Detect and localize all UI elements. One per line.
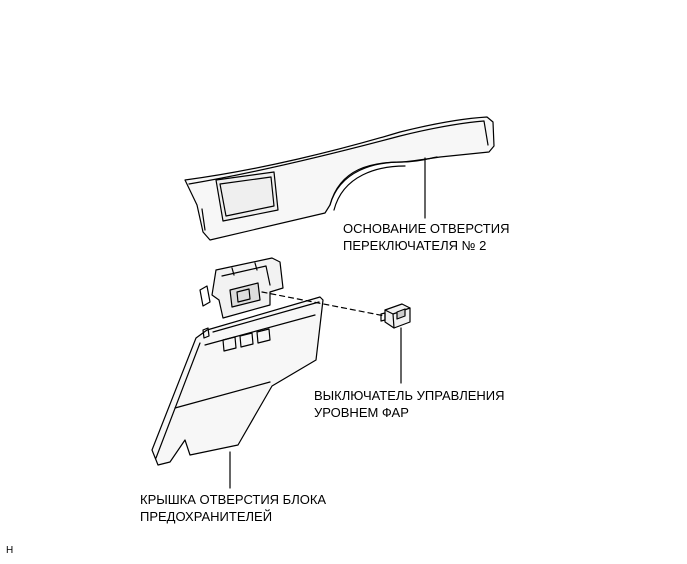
switch-callout-line2: УРОВНЕМ ФАР bbox=[314, 405, 409, 420]
corner-mark: H bbox=[6, 545, 14, 556]
switch-callout-label: ВЫКЛЮЧАТЕЛЬ УПРАВЛЕНИЯ УРОВНЕМ ФАР bbox=[314, 387, 505, 421]
cover-callout-line1: КРЫШКА ОТВЕРСТИЯ БЛОКА bbox=[140, 492, 327, 507]
fuse-block-cover-part bbox=[151, 257, 324, 466]
cover-callout-line2: ПРЕДОХРАНИТЕЛЕЙ bbox=[140, 509, 273, 524]
base-callout-line1: ОСНОВАНИЕ ОТВЕРСТИЯ bbox=[343, 221, 510, 236]
cover-callout-label: КРЫШКА ОТВЕРСТИЯ БЛОКА ПРЕДОХРАНИТЕЛЕЙ bbox=[140, 491, 326, 525]
base-callout-line2: ПЕРЕКЛЮЧАТЕЛЯ № 2 bbox=[343, 238, 487, 253]
assembly-dashed-line bbox=[261, 291, 386, 317]
switch-callout-line1: ВЫКЛЮЧАТЕЛЬ УПРАВЛЕНИЯ bbox=[314, 388, 505, 403]
switch-hole-base-part bbox=[184, 116, 495, 241]
headlight-leveling-switch-part bbox=[380, 303, 411, 329]
base-callout-label: ОСНОВАНИЕ ОТВЕРСТИЯ ПЕРЕКЛЮЧАТЕЛЯ № 2 bbox=[343, 220, 509, 254]
